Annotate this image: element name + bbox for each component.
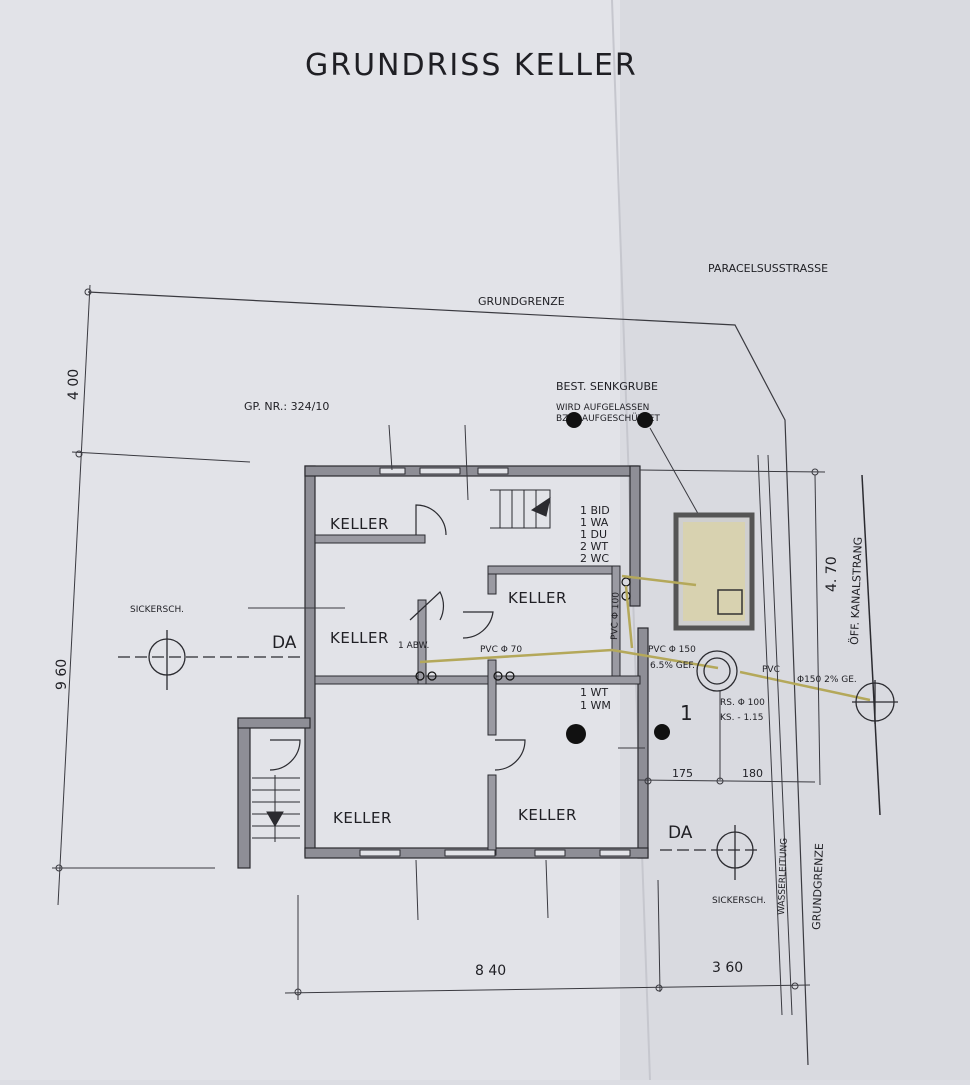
cesspit-note-2: BZW. AUFGESCHÜTTET — [556, 413, 660, 424]
cesspit-dot-right — [637, 412, 653, 428]
fixture-item: 1 BID — [580, 504, 610, 517]
downspout-label-left: DA — [272, 633, 297, 653]
room-label-center: KELLER — [508, 589, 567, 607]
dimension-180: 180 — [742, 767, 763, 780]
cesspit-title: BEST. SENKGRUBE — [556, 380, 658, 393]
staircase-exterior — [252, 775, 300, 842]
fixture-list: 1 BID 1 WA 1 DU 2 WT 2 WC — [580, 504, 610, 565]
wall-drain-dot — [654, 724, 670, 740]
pipe-pvc100v: PVC Φ 100 — [610, 592, 622, 640]
pipe-slope-a: 6.5% GEF. — [650, 661, 695, 671]
cesspit-manhole — [717, 589, 743, 615]
fixture-item: 1 DU — [580, 528, 607, 541]
dimension-right — [637, 468, 826, 786]
pipe-pvc: PVC — [762, 665, 780, 675]
sewer-label: ÖFF. KANALSTRANG — [848, 537, 865, 646]
dimension-360: 3 60 — [712, 960, 743, 976]
fixture-item: 1 WA — [580, 516, 609, 529]
paper-fold-shade — [620, 0, 970, 1080]
inspection-manhole — [696, 650, 738, 692]
property-boundary — [87, 291, 809, 1066]
fixture-item: 2 WT — [580, 540, 608, 553]
drain-pipes — [419, 574, 871, 702]
pipe-pvc150a: PVC Φ 150 — [648, 645, 696, 655]
dimension-400: 4 00 — [66, 369, 82, 400]
pipe-pvc150b: Φ150 2% GE. — [797, 675, 857, 685]
room-number: 1 — [680, 701, 693, 725]
interior-walls — [314, 534, 641, 856]
small-fixtures — [415, 577, 631, 681]
inspection-rs: RS. Φ 100 — [720, 698, 765, 708]
room-label-bottom-left: KELLER — [333, 809, 392, 827]
dimension-960: 9 60 — [54, 659, 70, 690]
water-line — [757, 454, 793, 1016]
seepage-pit-left — [118, 630, 300, 690]
drawing-title: GRUNDRISS KELLER — [305, 48, 638, 83]
dimension-left — [52, 284, 251, 906]
windows — [359, 467, 631, 857]
dimension-175: 175 — [672, 767, 693, 780]
boundary-label-right: GRUNDGRENZE — [810, 843, 826, 930]
seepage-label-right: SICKERSCH. — [712, 896, 766, 906]
parcel-number: GP. NR.: 324/10 — [244, 400, 329, 413]
staircase-top — [490, 489, 551, 529]
dimension-bottom — [284, 859, 811, 1000]
sewer-line — [861, 474, 881, 816]
cesspit-note-1: WIRD AUFGELASSEN — [556, 403, 649, 413]
cesspit-dot-left — [566, 412, 582, 428]
street-name: PARACELSUSSTRASSE — [708, 262, 828, 275]
pipe-pvc70: PVC Φ 70 — [480, 645, 522, 655]
boundary-label-top: GRUNDGRENZE — [478, 295, 565, 308]
dimension-470: 4. 70 — [824, 556, 840, 592]
fixture-item: 2 WC — [580, 552, 609, 565]
floor-drain-dot — [566, 724, 586, 744]
dimension-840: 8 40 — [475, 963, 506, 979]
room-label-bottom-right: KELLER — [518, 806, 577, 824]
seepage-label-left: SICKERSCH. — [130, 605, 184, 615]
room-label-mid-left: KELLER — [330, 629, 389, 647]
laundry-item: 1 WM — [580, 699, 611, 712]
cesspit-tank-fill — [683, 522, 745, 621]
reference-lines — [248, 424, 645, 749]
doors — [269, 504, 526, 771]
inspection-ks: KS. - 1.15 — [720, 713, 763, 723]
abw-label: 1 ABW. — [398, 641, 429, 651]
seepage-pit-right — [660, 825, 760, 880]
room-label-top-left: KELLER — [330, 515, 389, 533]
downspout-label-right: DA — [668, 823, 693, 843]
laundry-item: 1 WT — [580, 686, 608, 699]
water-line-label: WASSERLEITUNG — [777, 838, 790, 915]
